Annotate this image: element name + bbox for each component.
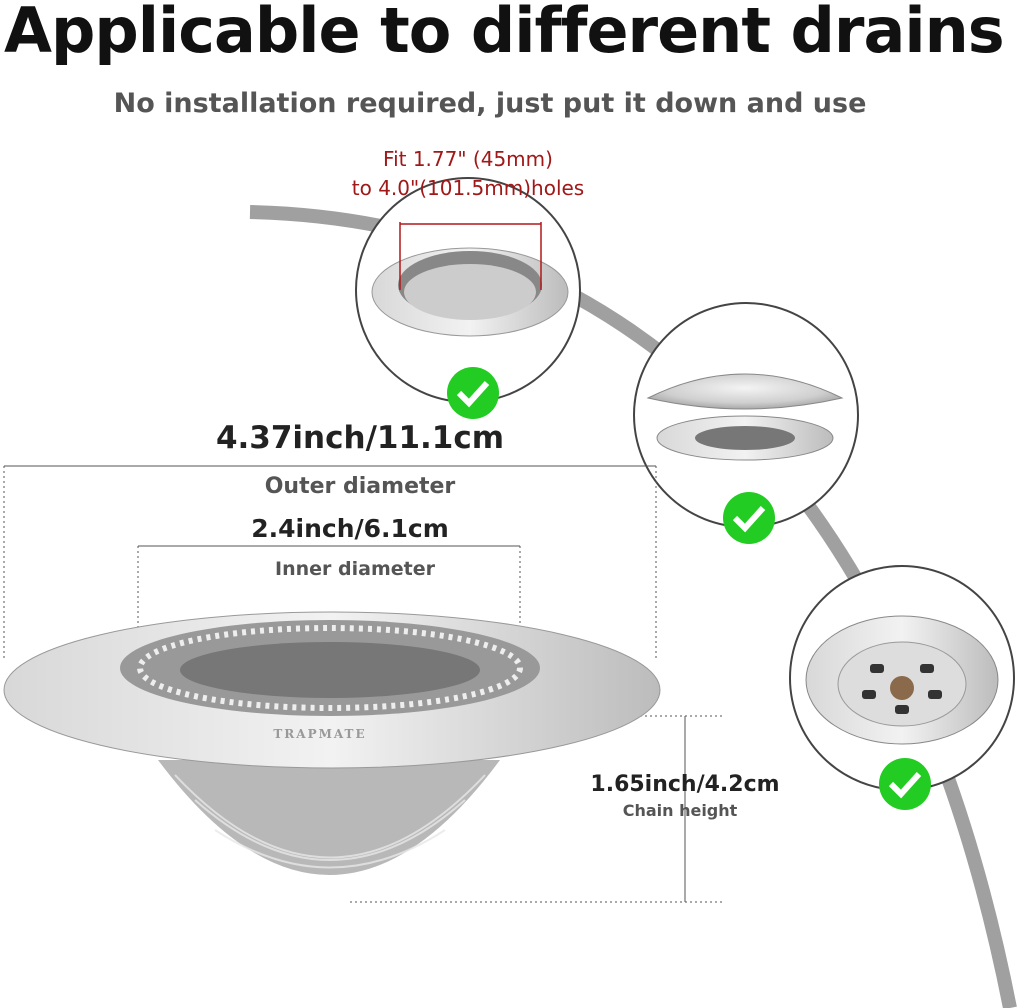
chain-height-label: Chain height	[622, 801, 738, 820]
outer-diameter-value: 4.37inch/11.1cm	[215, 420, 505, 456]
outer-diameter-label: Outer diameter	[264, 474, 456, 499]
fit-note-line2: to 4.0"(101.5mm)holes	[351, 176, 585, 200]
fit-note-line1: Fit 1.77" (45mm)	[383, 147, 553, 171]
subtitle: No installation required, just put it do…	[113, 88, 867, 119]
drain-type-2	[633, 302, 859, 528]
check-icon	[723, 492, 775, 544]
check-icon	[879, 758, 931, 810]
drain-type-3	[789, 565, 1015, 791]
chain-height-value: 1.65inch/4.2cm	[590, 772, 780, 797]
check-icon	[447, 367, 499, 419]
inner-diameter-value: 2.4inch/6.1cm	[251, 514, 449, 543]
strainer-product: TRAPMATE	[3, 611, 661, 875]
inner-diameter-label: Inner diameter	[275, 558, 435, 580]
fit-note: Fit 1.77" (45mm) to 4.0"(101.5mm)holes	[308, 145, 628, 203]
drain-type-1	[355, 177, 581, 403]
page-title: Applicable to different drains	[4, 0, 1005, 67]
brand-logo: TRAPMATE	[273, 727, 366, 741]
